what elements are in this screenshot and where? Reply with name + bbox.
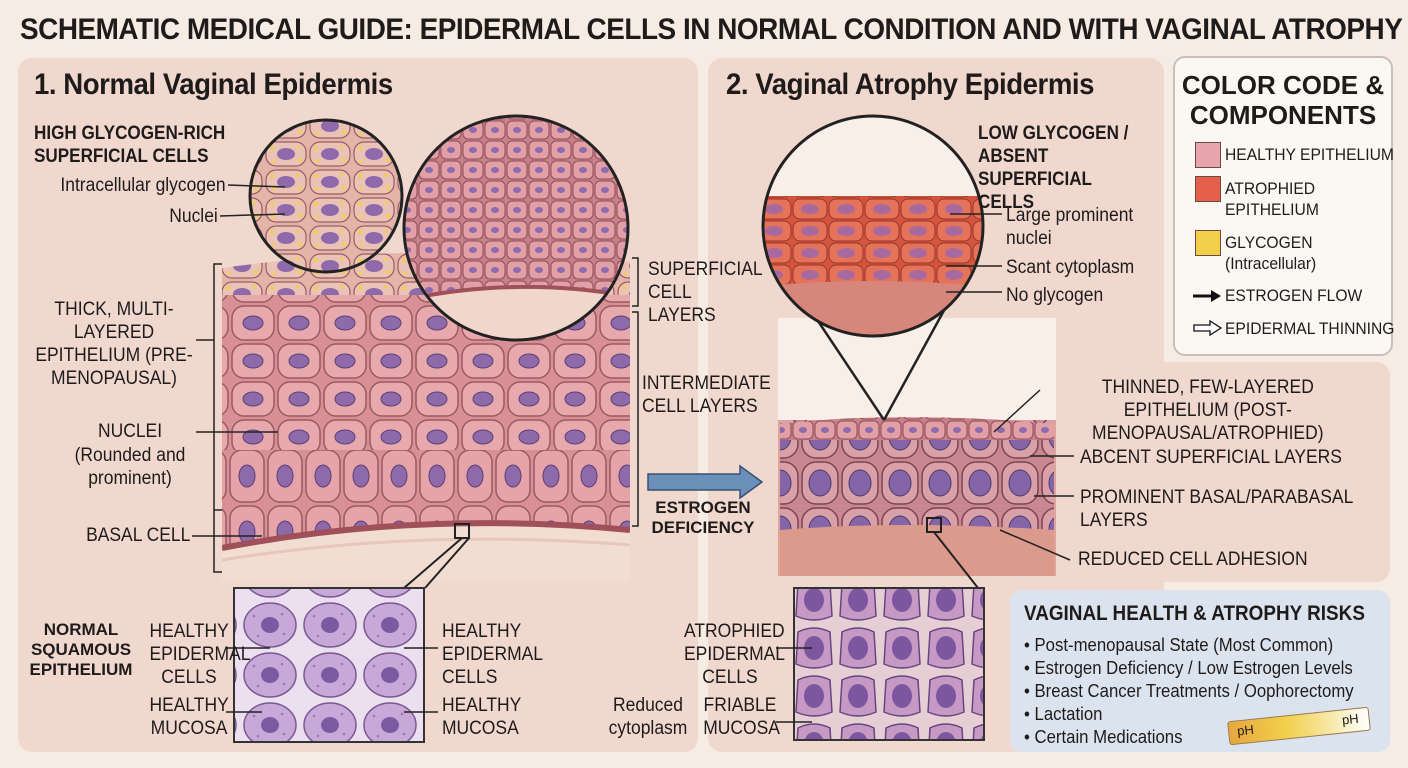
nuclei-note-label: (Rounded and prominent) <box>74 445 186 489</box>
low-glycogen-heading: LOW GLYCOGEN / ABSENT SUPERFICIAL CELLS <box>978 123 1129 213</box>
atrophied-cells-label: ATROPHIED EPIDERMAL CELLS <box>684 621 786 688</box>
legend-item-label: ATROPHIED EPITHELIUM <box>1225 179 1319 219</box>
risk-item-text: Lactation <box>1034 704 1103 724</box>
healthy-epidermal-right-label: HEALTHY EPIDERMAL CELLS <box>442 621 543 688</box>
risk-item: • Certain Medications <box>1024 727 1183 747</box>
thinning-label: EPIDERMAL THINNING <box>1225 319 1395 338</box>
estrogen-deficiency-label: ESTROGEN DEFICIENCY <box>651 498 755 537</box>
risk-title: VAGINAL HEALTH & ATROPHY RISKS <box>1024 602 1365 625</box>
healthy-swatch <box>1195 142 1221 168</box>
estrogen-flow-label: ESTROGEN FLOW <box>1225 286 1363 305</box>
prominent-basal-label: PROMINENT BASAL/PARABASAL LAYERS <box>1080 487 1353 531</box>
intermediate-layers-label: INTERMEDIATE CELL LAYERS <box>642 373 771 417</box>
risk-item: • Lactation <box>1024 704 1103 724</box>
reduced-adhesion-label: REDUCED CELL ADHESION <box>1078 549 1308 570</box>
risk-box: VAGINAL HEALTH & ATROPHY RISKS • Post-me… <box>1010 590 1390 752</box>
nuclei-label: NUCLEI <box>97 421 163 442</box>
ph-strip: pH pH <box>1227 706 1371 746</box>
large-nuclei-label: Large prominent nuclei <box>1006 205 1134 249</box>
thinning-arrow-icon <box>1193 320 1223 336</box>
risk-item-text: Estrogen Deficiency / Low Estrogen Level… <box>1034 658 1353 678</box>
scant-cytoplasm-label: Scant cytoplasm <box>1006 257 1135 278</box>
risk-item: • Post-menopausal State (Most Common) <box>1024 635 1334 655</box>
main-title: SCHEMATIC MEDICAL GUIDE: EPIDERMAL CELLS… <box>20 13 1403 46</box>
absent-superficial-label: ABCENT SUPERFICIAL LAYERS <box>1080 447 1342 468</box>
no-glycogen-label: No glycogen <box>1006 285 1104 306</box>
reduced-cytoplasm-label: Reduced cytoplasm <box>608 695 688 739</box>
risk-item-text: Breast Cancer Treatments / Oophorectomy <box>1034 681 1354 701</box>
legend-box: COLOR CODE & COMPONENTS HEALTHY EPITHELI… <box>1173 56 1395 356</box>
risk-item: • Breast Cancer Treatments / Oophorectom… <box>1024 681 1354 701</box>
superficial-layers-label: SUPERFICIAL CELL LAYERS <box>648 259 762 326</box>
legend-item-label: GLYCOGEN (Intracellular) <box>1225 233 1317 273</box>
risk-item-text: Certain Medications <box>1034 727 1183 747</box>
risk-item: • Estrogen Deficiency / Low Estrogen Lev… <box>1024 658 1353 678</box>
legend-item-label: HEALTHY EPITHELIUM <box>1225 145 1394 164</box>
estrogen-flow-arrow-icon <box>1193 290 1221 302</box>
friable-mucosa-label: FRIABLE MUCOSA <box>703 695 780 739</box>
thick-epithelium-label: THICK, MULTI-LAYERED EPITHELIUM (PRE-MEN… <box>35 299 193 389</box>
healthy-mucosa-right-label: HEALTHY MUCOSA <box>442 695 522 739</box>
normal-panel-title: 1. Normal Vaginal Epidermis <box>34 68 393 101</box>
legend-title: COLOR CODE & COMPONENTS <box>1181 70 1385 130</box>
thinned-epithelium-label: THINNED, FEW-LAYERED EPITHELIUM (POST-ME… <box>1092 377 1324 444</box>
atrophy-panel-title: 2. Vaginal Atrophy Epidermis <box>726 68 1094 101</box>
healthy-epidermal-left-label: HEALTHY EPIDERMAL CELLS <box>149 621 251 688</box>
squamous-label: NORMAL SQUAMOUS EPITHELIUM <box>29 620 133 679</box>
basal-cell-label: BASAL CELL <box>85 525 190 546</box>
risk-item-text: Post-menopausal State (Most Common) <box>1034 635 1334 655</box>
glycogen-swatch <box>1195 230 1221 256</box>
atrophy-label-panel <box>1000 362 1390 582</box>
intracellular-glycogen-label: Intracellular glycogen <box>60 175 226 196</box>
healthy-mucosa-left-label: HEALTHY MUCOSA <box>149 695 229 739</box>
ph-right-label: pH <box>1341 710 1360 728</box>
ph-left-label: pH <box>1236 721 1255 739</box>
glycogen-cells-heading: HIGH GLYCOGEN-RICH SUPERFICIAL CELLS <box>34 123 226 167</box>
atrophied-swatch <box>1195 176 1221 202</box>
nuclei-small-label: Nuclei <box>169 206 218 227</box>
